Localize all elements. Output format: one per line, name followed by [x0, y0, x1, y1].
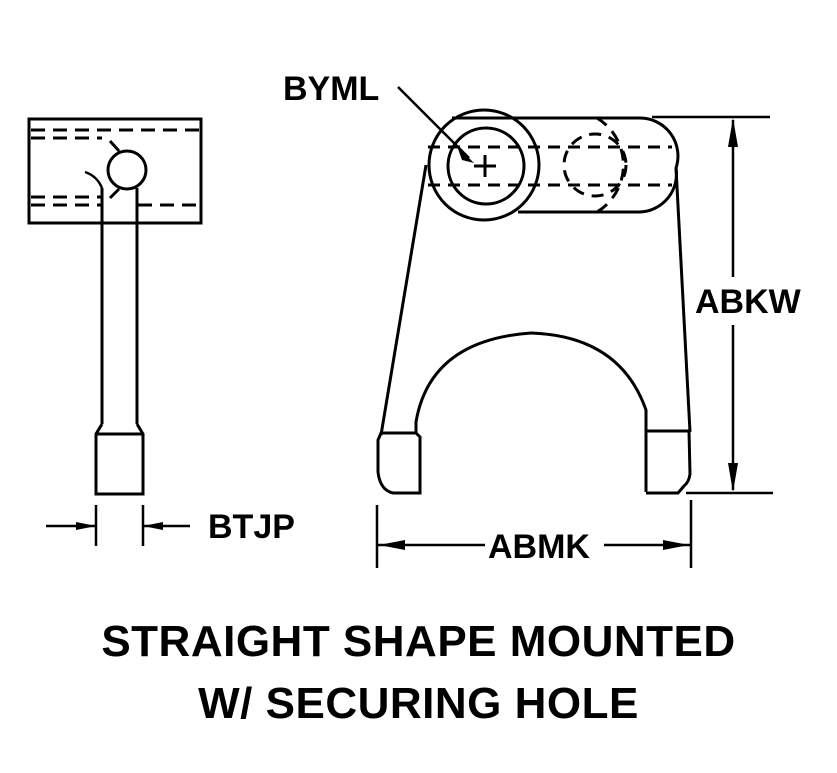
label-abkw: ABKW	[695, 283, 802, 321]
hidden-lines	[428, 116, 672, 214]
arrowhead	[143, 522, 163, 530]
hub-outline	[452, 116, 680, 214]
left-pad	[376, 431, 422, 495]
right-pad	[646, 429, 692, 495]
caption-line-2: W/ SECURING HOLE	[198, 679, 639, 728]
side-view-hub	[27, 117, 203, 225]
left-arm-edge	[379, 164, 428, 436]
boss-circle	[427, 108, 541, 222]
label-btjp: BTJP	[208, 508, 295, 546]
arrowhead	[728, 463, 738, 492]
front-view	[376, 108, 692, 495]
fork-opening	[414, 331, 648, 492]
label-byml: BYML	[283, 70, 379, 108]
right-arm-edge	[674, 167, 692, 433]
arrowhead	[457, 146, 474, 163]
label-abmk: ABMK	[488, 528, 590, 566]
securing-hole	[446, 126, 526, 206]
arrowhead	[379, 540, 405, 550]
arrowhead	[663, 540, 689, 550]
arrowhead	[728, 118, 738, 147]
securing-hole-side	[106, 149, 148, 191]
caption-line-1: STRAIGHT SHAPE MOUNTED	[101, 617, 736, 666]
side-view	[27, 117, 203, 496]
side-view-hidden-bore	[31, 128, 199, 207]
arrowhead	[76, 522, 96, 530]
dimension-btjp	[46, 505, 190, 546]
